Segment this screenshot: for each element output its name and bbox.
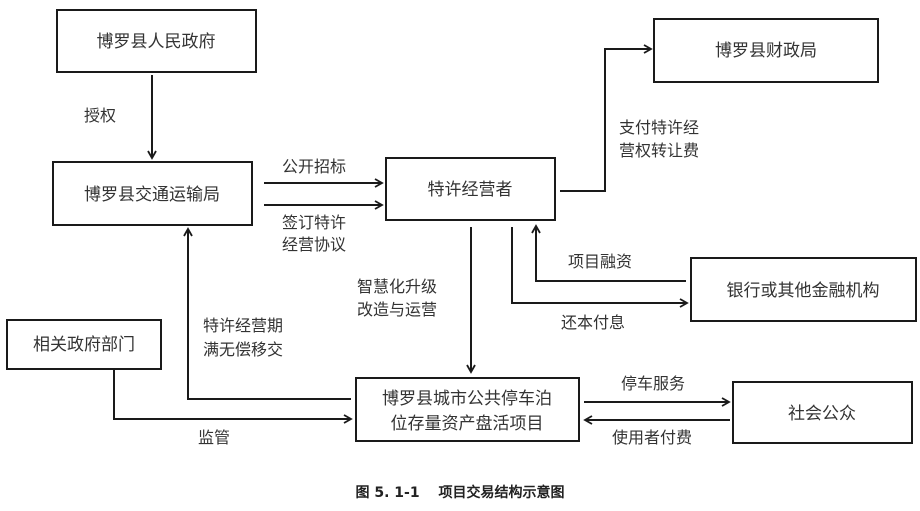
edge-label: 授权	[84, 106, 116, 125]
edge-label: 使用者付费	[612, 428, 692, 447]
edge-authorize: 授权	[84, 75, 157, 160]
arrow-elbow	[560, 44, 653, 192]
node-county-gov: 博罗县人民政府	[56, 9, 257, 73]
node-box	[732, 381, 913, 444]
node-box	[56, 9, 257, 73]
edge-label-line-1: 签订特许	[282, 213, 346, 232]
edge-label: 还本付息	[561, 313, 625, 332]
edge-label-line-1: 智慧化升级	[357, 277, 437, 296]
arrow-elbow	[531, 224, 686, 282]
node-franchisee: 特许经营者	[385, 157, 556, 221]
edge-label-line-2: 营权转让费	[619, 141, 699, 160]
arrow-elbow	[183, 227, 351, 400]
node-label: 博罗县财政局	[715, 41, 817, 61]
node-label: 社会公众	[788, 404, 856, 424]
arrow-elbow	[113, 369, 353, 424]
edge-user-pay: 使用者付费	[583, 415, 730, 447]
edge-label: 停车服务	[621, 374, 685, 393]
node-project: 博罗县城市公共停车泊 位存量资产盘活项目	[355, 377, 580, 442]
edge-repayment: 还本付息	[511, 227, 689, 332]
node-label: 博罗县交通运输局	[84, 185, 220, 205]
arrow-elbow	[511, 227, 689, 308]
node-box	[6, 319, 162, 370]
edge-pay-fee: 支付特许经 营权转让费	[560, 44, 699, 192]
edge-label-line-2: 经营协议	[282, 235, 346, 254]
node-bank: 银行或其他金融机构	[690, 257, 917, 322]
node-box	[355, 377, 580, 442]
node-public: 社会公众	[732, 381, 913, 444]
node-label-line-2: 位存量资产盘活项目	[391, 414, 544, 434]
node-box	[653, 18, 879, 83]
node-finance-bureau: 博罗县财政局	[653, 18, 879, 83]
node-label: 相关政府部门	[33, 335, 135, 355]
edge-label-line-2: 满无偿移交	[203, 340, 283, 359]
edge-supervise: 监管	[113, 369, 353, 447]
edge-label: 项目融资	[568, 252, 632, 271]
edge-financing: 项目融资	[531, 224, 686, 282]
edge-public-tender: 公开招标	[264, 157, 384, 188]
edge-upgrade-operate: 智慧化升级 改造与运营	[357, 227, 476, 374]
edge-label-line-1: 支付特许经	[619, 118, 699, 137]
node-box	[690, 257, 917, 322]
node-box	[52, 161, 253, 226]
figure-caption: 图 5. 1-1 项目交易结构示意图	[356, 484, 565, 501]
node-label: 特许经营者	[428, 180, 513, 200]
edge-label-line-1: 特许经营期	[203, 316, 283, 335]
edge-label: 监管	[198, 428, 230, 447]
node-label: 博罗县人民政府	[97, 32, 216, 52]
node-box	[385, 157, 556, 221]
edge-label: 公开招标	[282, 157, 346, 176]
edge-parking-service: 停车服务	[584, 374, 731, 407]
node-label: 银行或其他金融机构	[727, 281, 880, 301]
node-transport-bureau: 博罗县交通运输局	[52, 161, 253, 226]
node-gov-depts: 相关政府部门	[6, 319, 162, 370]
edge-sign-agreement: 签订特许 经营协议	[264, 200, 384, 254]
node-label-line-1: 博罗县城市公共停车泊	[382, 389, 552, 409]
edge-label-line-2: 改造与运营	[357, 300, 437, 319]
edge-transfer: 特许经营期 满无偿移交	[183, 227, 351, 400]
